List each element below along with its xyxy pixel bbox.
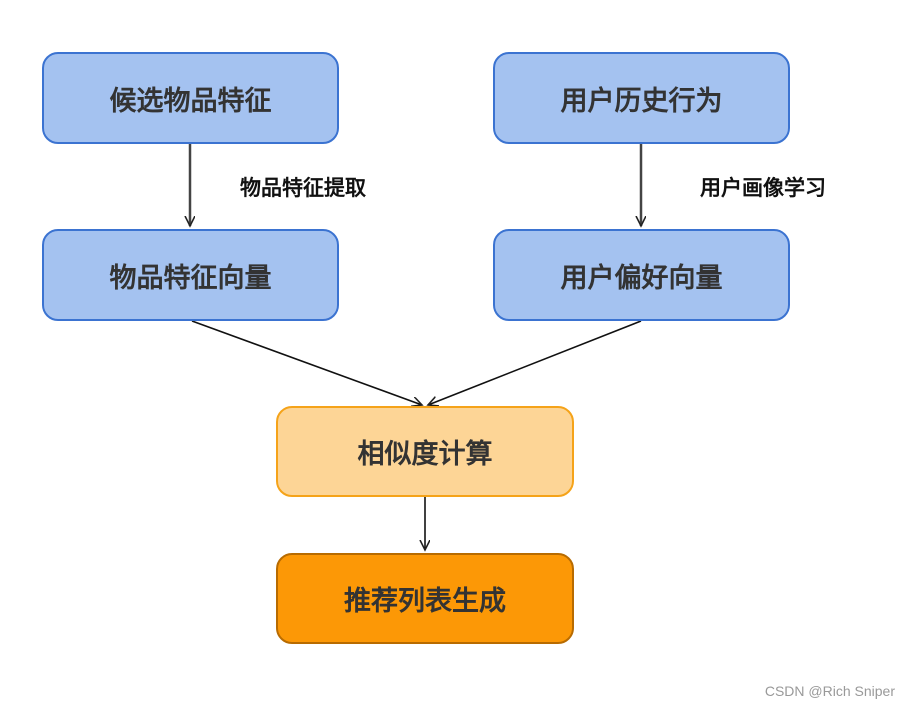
item-vector-label: 物品特征向量 xyxy=(109,262,272,294)
item-vector-node: 物品特征向量 xyxy=(42,229,339,321)
user-vector-label: 用户偏好向量 xyxy=(560,262,723,294)
user-history-node: 用户历史行为 xyxy=(493,52,790,144)
watermark: CSDN @Rich Sniper xyxy=(764,683,895,699)
arrow-user-vector-to-similarity xyxy=(428,320,642,405)
item-feature-extraction-label: 物品特征提取 xyxy=(240,176,366,200)
similarity-label: 相似度计算 xyxy=(357,439,493,470)
recommend-list-node: 推荐列表生成 xyxy=(276,553,574,644)
candidate-features-node: 候选物品特征 xyxy=(42,52,339,144)
recommend-list-label: 推荐列表生成 xyxy=(344,586,506,617)
user-vector-node: 用户偏好向量 xyxy=(493,229,790,321)
arrow-item-vector-to-similarity xyxy=(191,320,422,405)
user-profile-learning-label: 用户画像学习 xyxy=(700,176,826,200)
similarity-node: 相似度计算 xyxy=(276,406,574,497)
candidate-features-label: 候选物品特征 xyxy=(109,85,272,117)
user-history-label: 用户历史行为 xyxy=(560,85,723,117)
